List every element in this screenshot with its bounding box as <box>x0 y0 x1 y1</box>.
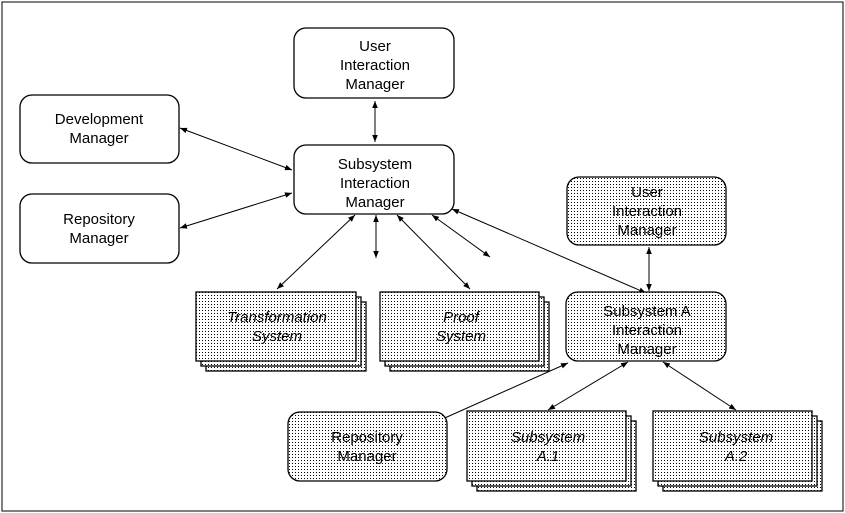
node-label-line: Manager <box>69 230 128 247</box>
edge-subsystem-to-transformation <box>276 214 356 290</box>
node-label-line: User <box>631 184 663 201</box>
node-subsystem-a-interaction-manager: Subsystem A Interaction Manager <box>565 291 727 362</box>
node-label-line: Interaction <box>340 175 410 192</box>
node-repository-manager-left: Repository Manager <box>19 193 180 264</box>
node-label-line: Repository <box>63 211 135 228</box>
node-label-line: Repository <box>331 429 403 446</box>
node-label-line: Subsystem <box>511 429 585 446</box>
node-label-line: Subsystem <box>699 429 773 446</box>
node-label-line: Manager <box>345 76 404 93</box>
node-subsystem-a1: Subsystem A.1 <box>466 410 637 492</box>
node-label-line: System <box>436 328 486 345</box>
node-label-line: Manager <box>617 341 676 358</box>
node-transformation-system: Transformation System <box>195 291 367 372</box>
node-label-line: Manager <box>617 222 676 239</box>
node-label-line: Manager <box>69 130 128 147</box>
edge-subsystem-to-proof <box>396 214 471 290</box>
node-label-line: A.2 <box>724 448 748 465</box>
node-label-line: Subsystem A <box>603 303 691 320</box>
node-label-line: Interaction <box>612 322 682 339</box>
edge-subsystem-a-to-repository <box>437 362 569 422</box>
edge-repository-to-subsystem <box>179 192 293 229</box>
node-subsystem-a2: Subsystem A.2 <box>652 410 823 492</box>
node-proof-system: Proof System <box>379 291 550 372</box>
edge-subsystem-to-subsystem-a <box>451 208 647 294</box>
edges <box>179 101 737 422</box>
node-label-line: A.1 <box>536 448 560 465</box>
node-label-line: User <box>359 38 391 55</box>
node-label-line: Proof <box>443 309 481 326</box>
node-label-line: Interaction <box>612 203 682 220</box>
node-label-line: Development <box>55 111 144 128</box>
node-label-line: Interaction <box>340 57 410 74</box>
node-subsystem-interaction-manager: Subsystem Interaction Manager <box>293 144 455 215</box>
node-label-line: Subsystem <box>338 156 412 173</box>
node-label-line: System <box>252 328 302 345</box>
node-label-line: Transformation <box>227 309 327 326</box>
node-repository-manager-bottom: Repository Manager <box>287 411 448 482</box>
node-user-interaction-manager-right: User Interaction Manager <box>566 176 727 246</box>
edge-development-to-subsystem <box>179 127 293 171</box>
edge-subsystem-a-to-a2 <box>662 361 737 411</box>
node-user-interaction-manager-top: User Interaction Manager <box>293 27 455 99</box>
node-label-line: Manager <box>337 448 396 465</box>
node-label-line: Manager <box>345 194 404 211</box>
node-development-manager: Development Manager <box>19 94 180 164</box>
edge-subsystem-a-to-a1 <box>547 361 629 411</box>
